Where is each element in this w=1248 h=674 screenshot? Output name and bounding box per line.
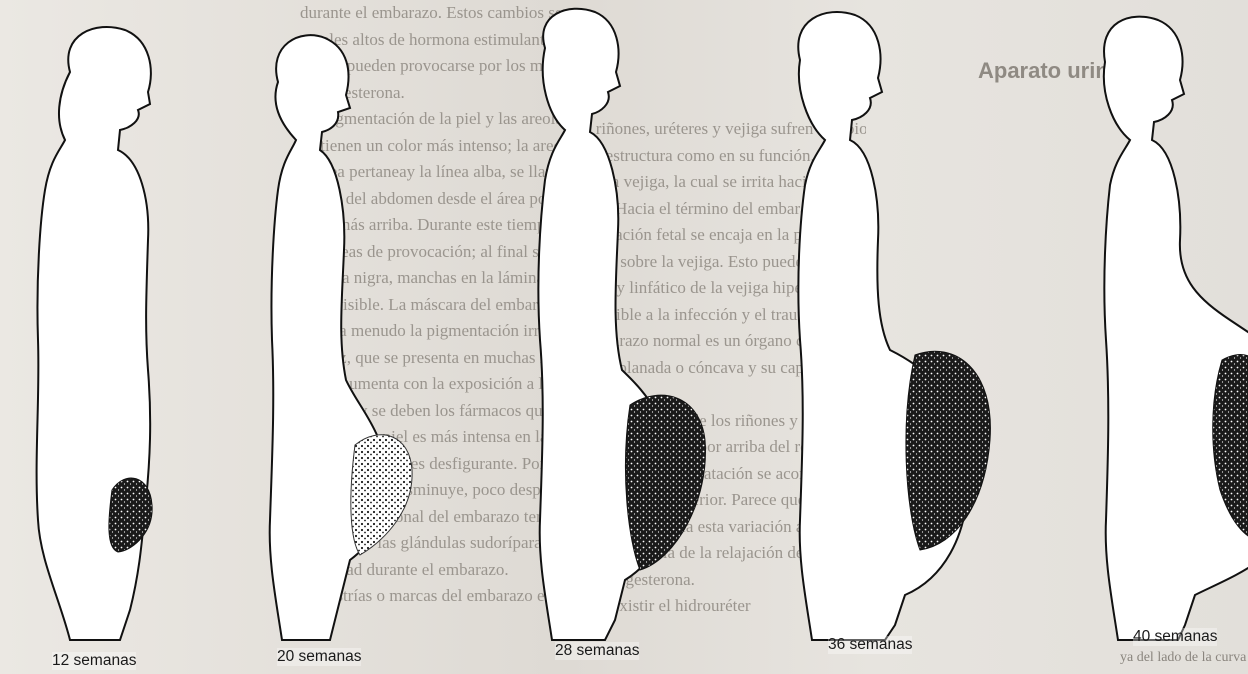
- silhouette-20-weeks: [270, 35, 412, 640]
- caption-40-weeks: 40 semanas: [1133, 628, 1217, 646]
- silhouette-12-weeks: [37, 27, 153, 640]
- silhouette-40-weeks: [1104, 17, 1248, 640]
- bottom-right-text: ya del lado de la curva: [1120, 650, 1246, 666]
- caption-12-weeks: 12 semanas: [52, 652, 136, 670]
- caption-20-weeks: 20 semanas: [277, 648, 361, 666]
- silhouette-36-weeks: [798, 12, 990, 640]
- caption-36-weeks: 36 semanas: [828, 636, 912, 654]
- caption-28-weeks: 28 semanas: [555, 642, 639, 660]
- silhouette-28-weeks: [538, 9, 705, 640]
